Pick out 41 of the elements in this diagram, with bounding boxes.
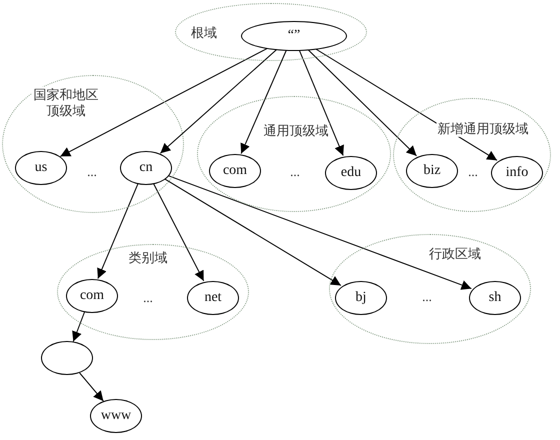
dotted-group-ellipse: [393, 98, 551, 212]
arrow: [298, 49, 344, 156]
ellipsis-text: ...: [87, 164, 97, 180]
group-label: 通用顶级域: [262, 122, 330, 140]
group-label: 行政区域: [428, 246, 482, 262]
arrow: [97, 182, 139, 280]
arrow: [160, 48, 278, 154]
arrow: [167, 174, 472, 290]
dotted-group-ellipse: [175, 3, 367, 61]
domain-node: com: [209, 154, 261, 188]
domain-node: us: [15, 151, 67, 185]
domain-node: net: [187, 281, 239, 315]
group-label: 国家和地区顶级域: [32, 86, 100, 120]
group-label: 根域: [190, 24, 218, 42]
domain-node: cn: [120, 151, 172, 185]
group-label: 类别域: [128, 250, 168, 266]
domain-node: info: [491, 156, 543, 190]
dotted-group-ellipse: [57, 244, 249, 340]
domain-node: bj: [335, 281, 387, 315]
dotted-group-ellipse: [329, 234, 531, 344]
arrow: [307, 48, 418, 156]
arrow: [72, 311, 86, 342]
ellipsis-text: ...: [143, 290, 153, 306]
ellipse-node: [41, 341, 93, 375]
arrow: [152, 182, 204, 282]
arrow: [164, 178, 342, 286]
dotted-group-ellipse: [2, 75, 184, 213]
domain-node: “”: [241, 21, 347, 51]
ellipsis-text: ...: [422, 289, 432, 305]
domain-node: biz: [406, 154, 458, 188]
group-label: 新增通用顶级域: [436, 120, 530, 138]
ellipsis-text: ...: [468, 164, 478, 180]
arrow: [60, 48, 268, 157]
domain-node: com: [66, 279, 118, 313]
arrow: [79, 372, 104, 402]
domain-node: edu: [325, 156, 377, 190]
domain-node: sh: [469, 281, 521, 315]
dotted-group-ellipse: [197, 96, 391, 212]
ellipsis-text: ...: [290, 164, 300, 180]
arrow: [240, 49, 287, 154]
domain-node: www: [90, 399, 142, 433]
